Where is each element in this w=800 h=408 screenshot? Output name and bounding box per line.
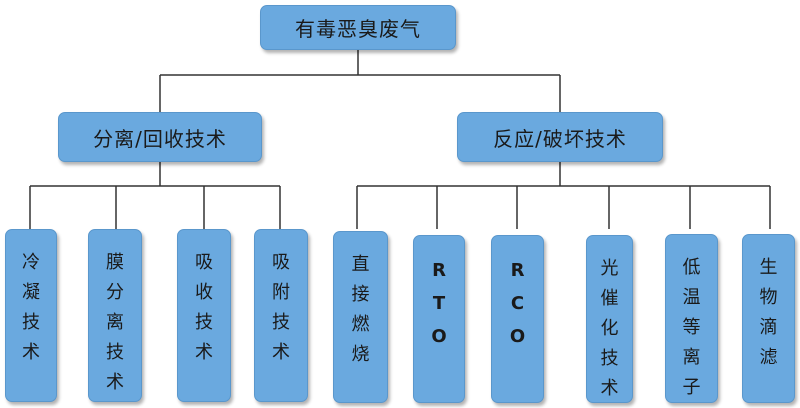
leaf-node-label: RTO — [431, 260, 447, 347]
leaf-node-label: 光催化技术 — [600, 258, 619, 399]
leaf-node-label: 吸附技术 — [272, 252, 290, 363]
branch-node-label: 反应/破坏技术 — [493, 126, 627, 151]
leaf-node-label: 冷凝技术 — [22, 252, 40, 363]
root-node-label: 有毒恶臭废气 — [295, 17, 421, 41]
branch-node-separation: 分离/回收技术 — [58, 112, 262, 162]
branch-node-label: 分离/回收技术 — [93, 126, 227, 151]
leaf-node-label: 膜分离技术 — [106, 252, 124, 393]
leaf-node-photocatalysis: 光催化技术 — [586, 235, 633, 403]
branch-node-destruction: 反应/破坏技术 — [457, 112, 663, 162]
leaf-node-membrane: 膜分离技术 — [88, 229, 142, 402]
leaf-node-rto: RTO — [413, 235, 465, 403]
leaf-node-absorption: 吸收技术 — [177, 229, 231, 402]
leaf-node-condensation: 冷凝技术 — [5, 229, 57, 402]
root-node: 有毒恶臭废气 — [260, 5, 456, 50]
leaf-node-label: 生物滴滤 — [759, 257, 778, 368]
leaf-node-adsorption: 吸附技术 — [254, 229, 308, 402]
leaf-node-label: 吸收技术 — [195, 252, 213, 363]
leaf-node-biotrickling: 生物滴滤 — [742, 234, 795, 403]
leaf-node-plasma: 低温等离子 — [665, 234, 718, 403]
leaf-node-label: 低温等离子 — [682, 257, 701, 398]
leaf-node-label: RCO — [509, 260, 526, 347]
leaf-node-direct-combustion: 直接燃烧 — [333, 231, 388, 403]
leaf-node-rco: RCO — [491, 235, 544, 403]
leaf-node-label: 直接燃烧 — [351, 254, 370, 365]
